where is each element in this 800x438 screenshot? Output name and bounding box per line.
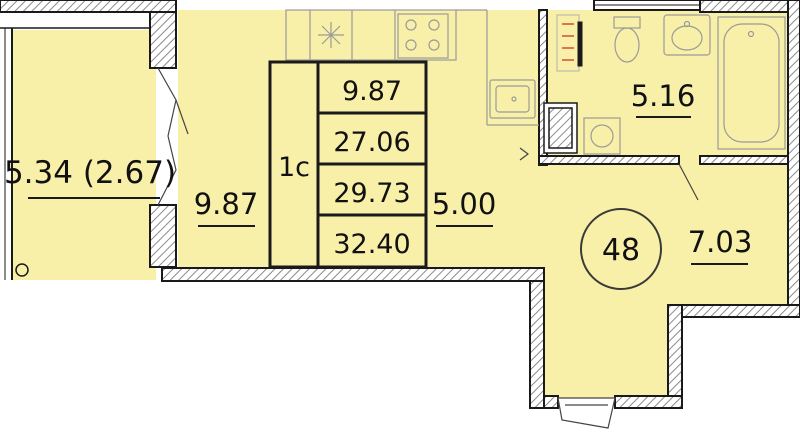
balcony-area-label: 5.34 (2.67): [4, 155, 176, 191]
wall-balcony-lower: [149, 204, 177, 268]
wall-top-right: [699, 0, 800, 13]
entry-fill: [543, 160, 788, 398]
total-area-with-balcony-value: 32.40: [333, 229, 410, 260]
kitchen-area-label: 5.00: [432, 187, 497, 221]
wall-bath-bottom: [538, 155, 680, 165]
wall-balcony-upper: [149, 11, 177, 69]
entry-area-label: 7.03: [688, 225, 753, 259]
entry-door: [557, 397, 616, 429]
balcony-drain-icon: [15, 263, 29, 277]
fridge-icon: [318, 22, 344, 48]
total-area-no-balcony-value: 27.06: [333, 127, 410, 158]
kitchen-sink-icon: [489, 79, 536, 119]
kitchen-counter: [285, 9, 539, 126]
bathroom-area-label: 5.16: [631, 79, 696, 113]
area-underlines: [28, 116, 748, 265]
stove-icon: [397, 13, 449, 59]
shaft-icon: [543, 102, 578, 154]
unit-number-circle: [580, 208, 662, 290]
wall-room-bottom: [161, 267, 545, 282]
hall-area-label: 9.87: [194, 187, 259, 221]
bathtub-icon: [717, 16, 786, 150]
total-area-value: 29.73: [333, 178, 410, 209]
bathroom-door: [519, 147, 699, 201]
balcony-edges: [0, 27, 150, 280]
washing-machine-icon: [583, 117, 621, 155]
balcony-door: [157, 67, 189, 206]
wall-bath-bottom-right: [699, 155, 789, 165]
wall-right-upper: [787, 0, 800, 306]
room-count-label: 1с: [278, 152, 310, 183]
washbasin-icon: [663, 14, 711, 56]
wall-right-lower: [667, 304, 683, 408]
living-area-value: 9.87: [342, 76, 402, 107]
wall-top-left: [0, 0, 177, 13]
wall-entry-left: [529, 267, 545, 409]
balcony-fill: [12, 30, 156, 280]
towel-dryer-icon: [556, 14, 583, 72]
unit-number-label: 48: [602, 233, 640, 268]
bathroom-window: [593, 0, 701, 11]
wall-right-step: [667, 304, 800, 318]
walls: [0, 0, 800, 409]
toilet-icon: [613, 16, 641, 63]
wall-bottom-right: [614, 395, 683, 409]
area-summary-table: [268, 60, 428, 269]
